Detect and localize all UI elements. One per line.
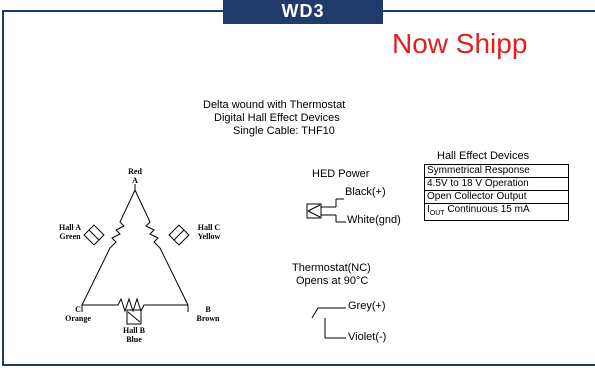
description-line3: Single Cable: THF10 [233,125,335,137]
now-shipping-banner: Now Shipp [392,28,528,59]
thermostat-subtitle: Opens at 90°C [296,275,369,287]
description-line2: Digital Hall Effect Devices [214,112,340,124]
thermostat-negative: Violet(-) [348,331,387,343]
hed-power-ground: White(gnd) [347,214,401,226]
thermostat-switch [311,307,346,319]
thermostat-title: Thermostat(NC) [292,262,371,274]
hall-devices-spec-table: Symmetrical Response 4.5V to 18 V Operat… [424,164,569,221]
winding-cb [82,297,188,313]
model-tab: WD3 [223,0,383,24]
hall-devices-title: Hall Effect Devices [437,150,530,162]
hed-power-connector [306,203,322,219]
thermostat-positive: Grey(+) [348,300,386,312]
description-line1: Delta wound with Thermostat [203,99,346,111]
winding-ac [81,189,136,306]
spec-row: IOUT Continuous 15 mA [427,204,530,217]
spec-row: 4.5V to 18 V Operation [425,178,568,191]
hall-b-sensor [126,309,142,325]
spec-row: Symmetrical Response [425,165,568,178]
hed-power-positive: Black(+) [345,186,386,198]
spec-row: Open Collector Output [425,191,568,204]
hed-power-title: HED Power [312,168,370,180]
winding-ab [134,189,189,306]
